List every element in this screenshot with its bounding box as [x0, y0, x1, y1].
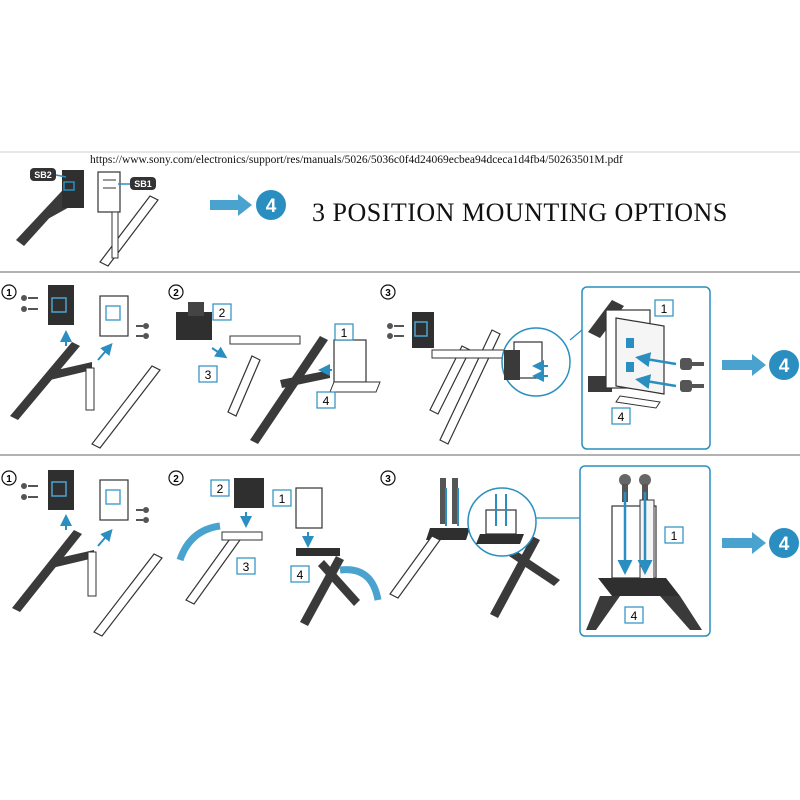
svg-text:2: 2	[173, 474, 179, 485]
row1-callout-2: 2	[212, 303, 232, 321]
row2-step-2-badge: 2	[168, 470, 184, 486]
svg-text:1: 1	[661, 302, 668, 316]
row1-step-2-badge: 2	[168, 284, 184, 300]
row2-step-3-badge: 3	[380, 470, 396, 486]
svg-text:2: 2	[217, 482, 224, 496]
header-step-number: 4	[266, 196, 277, 217]
svg-text:1: 1	[341, 326, 348, 340]
svg-text:2: 2	[219, 306, 226, 320]
row1-detail-callout-1: 1	[654, 299, 674, 317]
row1-detail-panel	[581, 286, 711, 450]
row1-step-3-badge: 3	[380, 284, 396, 300]
sb1-label: SB1	[134, 179, 152, 189]
row2-detail-panel	[579, 465, 711, 637]
row1-next-number: 4	[779, 356, 790, 377]
row1-next-badge	[769, 350, 799, 380]
source-url: https://www.sony.com/electronics/support…	[90, 154, 623, 166]
svg-text:3: 3	[385, 288, 391, 299]
sb2-bracket	[62, 170, 84, 208]
light-bracket	[99, 295, 129, 337]
svg-text:2: 2	[173, 288, 179, 299]
sb1-label-tag: SB1	[118, 177, 156, 190]
row2-callout-4: 4	[290, 565, 310, 583]
page-title: 3 POSITION MOUNTING OPTIONS	[312, 198, 728, 227]
svg-text:4: 4	[631, 609, 638, 623]
row2-detail-callout-4: 4	[624, 606, 644, 624]
row2-callout-3: 3	[236, 557, 256, 575]
row1-detail-callout-4: 4	[611, 407, 631, 425]
sb2-label: SB2	[34, 170, 52, 180]
row2-next-number: 4	[779, 534, 790, 555]
svg-text:1: 1	[279, 492, 286, 506]
row2-callout-2: 2	[210, 479, 230, 497]
row2-detail-callout-1: 1	[664, 526, 684, 544]
header-arrow	[210, 194, 252, 216]
row2-next-badge	[769, 528, 799, 558]
row2-callout-1: 1	[272, 489, 292, 507]
row2-next-arrow	[722, 532, 766, 554]
sb2-label-tag: SB2	[30, 168, 67, 181]
rotate-arrow-right	[339, 566, 382, 601]
svg-text:3: 3	[243, 560, 250, 574]
row1-callout-1: 1	[334, 323, 354, 341]
row1-next-arrow	[722, 354, 766, 376]
row1-step2-figure	[176, 302, 381, 444]
svg-text:4: 4	[297, 568, 304, 582]
svg-text:1: 1	[6, 288, 12, 299]
svg-text:3: 3	[205, 368, 212, 382]
header-step-badge	[256, 190, 286, 220]
row2-step2-figure	[176, 478, 382, 626]
row2-step1-figure	[12, 470, 163, 637]
svg-text:1: 1	[6, 474, 12, 485]
row1-step1-figure	[10, 285, 161, 449]
svg-text:4: 4	[618, 410, 625, 424]
svg-text:1: 1	[671, 529, 678, 543]
row2-step3-figure	[389, 478, 582, 618]
row2-step-1-badge: 1	[1, 470, 17, 486]
svg-text:4: 4	[323, 394, 330, 408]
sb1-bracket	[97, 171, 121, 213]
svg-text:3: 3	[385, 474, 391, 485]
header-stand-figure	[16, 170, 159, 267]
row1-callout-4: 4	[316, 391, 336, 409]
row1-step3-figure	[387, 312, 583, 445]
row1-step-1-badge: 1	[1, 284, 17, 300]
row1-callout-3: 3	[198, 365, 218, 383]
rotate-arrow-left	[176, 522, 221, 562]
